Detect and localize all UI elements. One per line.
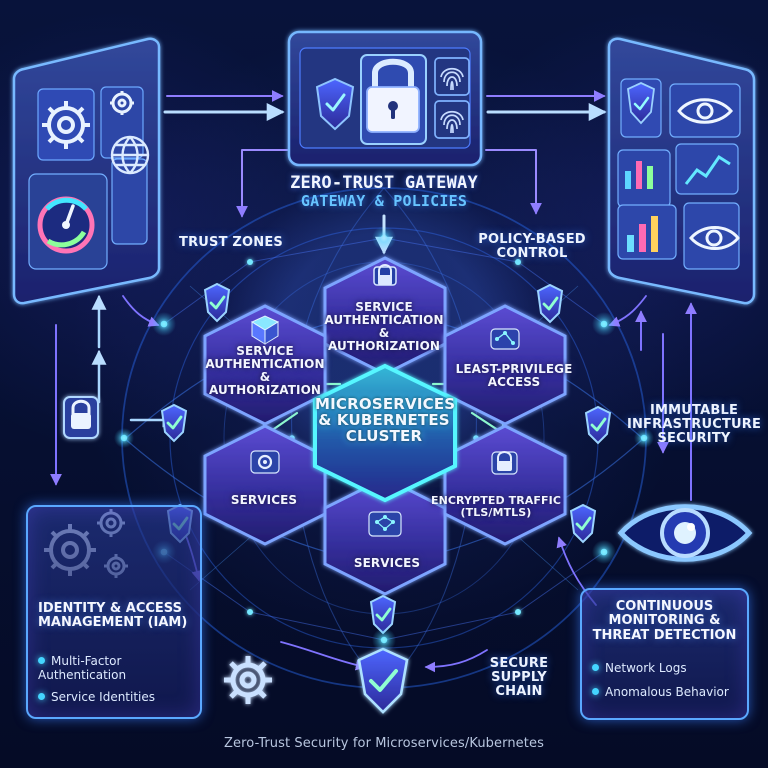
globe-icon — [110, 135, 150, 175]
left-dashboard-panel — [12, 37, 161, 305]
gear-icon — [42, 101, 90, 149]
bullet-dot — [592, 688, 599, 695]
left-services-hexagon — [203, 424, 327, 546]
bullet-dot — [38, 693, 45, 700]
chart-icon — [625, 154, 731, 252]
iam-bullet-mfa-text: Multi-Factor Authentication — [38, 654, 127, 682]
network-icon — [368, 511, 402, 537]
iam-title: IDENTITY & ACCESS MANAGEMENT (IAM) — [38, 601, 188, 631]
cube-icon — [250, 315, 280, 345]
monitoring-title: CONTINUOUS MONITORING & THREAT DETECTION — [592, 599, 737, 643]
eye-icon — [677, 98, 733, 124]
iam-panel: IDENTITY & ACCESS MANAGEMENT (IAM) Multi… — [26, 505, 202, 719]
shield-check-icon — [357, 647, 409, 714]
monitoring-bullet-network-logs-text: Network Logs — [605, 661, 687, 675]
fingerprint-icon — [434, 57, 470, 139]
iam-bullet-mfa: Multi-Factor Authentication — [38, 654, 193, 683]
network-icon — [490, 328, 520, 350]
iam-bullet-identities: Service Identities — [38, 690, 193, 705]
lock-icon — [491, 451, 518, 475]
monitoring-bullet-anomalous-behavior: Anomalous Behavior — [592, 685, 734, 700]
lock-icon — [360, 54, 427, 145]
monitoring-bullet-network-logs: Network Logs — [592, 661, 734, 676]
eye-icon — [689, 226, 740, 250]
gear-icon — [250, 450, 280, 474]
shield-icon — [627, 82, 655, 125]
shield-icon — [315, 77, 355, 131]
monitoring-panel: CONTINUOUS MONITORING & THREAT DETECTION… — [580, 588, 749, 720]
shield-check-icon — [569, 503, 597, 544]
hexagon-cluster — [203, 256, 567, 596]
left-lock-badge — [63, 396, 99, 439]
gateway-panel — [287, 30, 483, 167]
hexagon-icons — [250, 264, 520, 537]
lock-icon — [373, 264, 397, 286]
center-cluster-hexagon — [313, 363, 457, 503]
gauge-icon — [37, 196, 95, 254]
diagram-caption: Zero-Trust Security for Microservices/Ku… — [224, 736, 544, 751]
shield-check-icon — [536, 283, 564, 324]
monitoring-bullet-anomalous-behavior-text: Anomalous Behavior — [605, 685, 729, 699]
shield-check-icon — [160, 403, 188, 443]
shield-check-icon — [584, 405, 612, 445]
left-auth-hexagon — [203, 304, 327, 426]
bullet-dot — [38, 657, 45, 664]
right-privilege-hexagon — [443, 304, 567, 426]
bottom-gear-icon — [224, 656, 272, 704]
shield-check-icon — [369, 594, 397, 635]
encrypted-traffic-hexagon — [443, 424, 567, 546]
bullet-dot — [592, 664, 599, 671]
shield-check-icon — [203, 282, 231, 323]
gear-icon — [110, 91, 134, 115]
iam-bullet-identities-text: Service Identities — [51, 690, 156, 704]
right-dashboard-panel — [607, 37, 756, 305]
eye-outside-icon — [617, 504, 753, 562]
